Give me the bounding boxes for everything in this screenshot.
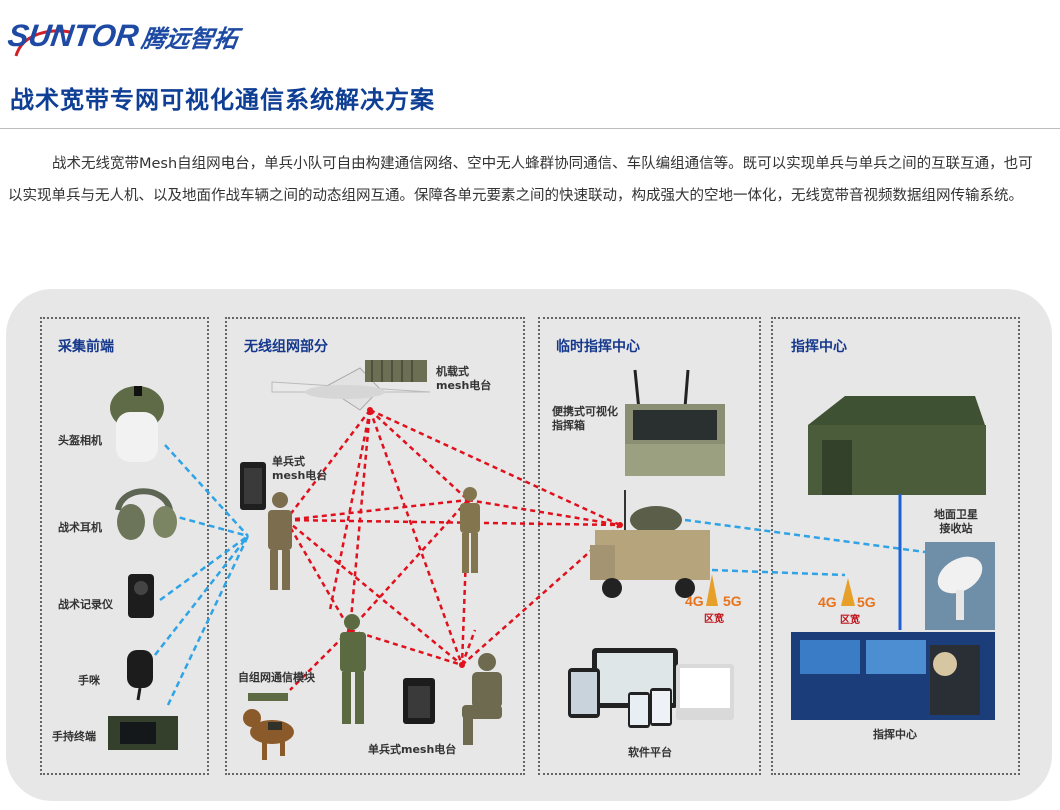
intro-paragraph: 战术无线宽带Mesh自组网电台，单兵小队可自由构建通信网络、空中无人蜂群协同通信… — [8, 156, 1033, 204]
label-airborne-radio-line2: mesh电台 — [436, 379, 492, 392]
zone-temp-command — [538, 317, 761, 775]
label-portable-box-line1: 便携式可视化 — [552, 405, 618, 418]
zone-title-wireless: 无线组网部分 — [244, 339, 328, 355]
soldier-mesh-radio-icon — [240, 462, 266, 510]
label-soldier-radio-bottom: 单兵式mesh电台 — [368, 743, 457, 756]
soldier-1-icon — [268, 492, 292, 590]
label-satellite-line1: 地面卫星 — [934, 508, 978, 521]
command-center-image-icon — [791, 632, 995, 720]
label-soldier-radio-line2: mesh电台 — [272, 469, 328, 482]
net-label-b-left: 5G — [723, 593, 742, 609]
mesh-links — [284, 408, 621, 691]
soldier-3-icon — [340, 614, 366, 724]
body-recorder-icon — [128, 574, 154, 618]
label-handheld: 手持终端 — [52, 730, 96, 743]
zone-title-temp-command: 临时指挥中心 — [556, 339, 640, 355]
command-tent-icon — [808, 396, 986, 495]
label-mic: 手咪 — [78, 674, 100, 687]
zone-collect — [40, 317, 209, 775]
label-portable-box: 便携式可视化 指挥箱 — [552, 405, 618, 433]
label-soldier-radio-line1: 单兵式 — [272, 455, 305, 468]
soldier-kneeling-icon — [462, 653, 502, 745]
net-sub-right: 区宽 — [840, 613, 860, 626]
zone-wireless — [225, 317, 525, 775]
net-label-a-left: 4G — [685, 593, 704, 609]
label-mesh-module: 自组网通信模块 — [238, 671, 315, 684]
portable-command-box-icon — [625, 369, 725, 476]
zone-title-collect: 采集前端 — [58, 339, 114, 355]
canine-unit-icon — [243, 709, 294, 760]
mesh-module-icon — [248, 693, 288, 701]
helmet-camera-icon — [110, 386, 164, 462]
software-platform-devices-icon — [568, 648, 734, 728]
label-helmet-camera: 头盔相机 — [58, 434, 102, 447]
wireless-links — [154, 444, 926, 706]
label-airborne-radio-line1: 机载式 — [436, 365, 469, 378]
network-4g5g-icon-right — [841, 578, 855, 606]
label-software-platform: 软件平台 — [628, 746, 672, 759]
zone-command — [771, 317, 1020, 775]
soldier-mesh-radio-bottom-icon — [403, 678, 435, 724]
label-satellite-line2: 接收站 — [939, 522, 973, 535]
brand-logo: SUNTOR 腾远智拓 — [6, 18, 240, 57]
handheld-terminal-icon — [108, 716, 178, 750]
label-soldier-radio: 单兵式 mesh电台 — [272, 455, 327, 483]
label-airborne-radio: 机载式 mesh电台 — [436, 365, 491, 393]
logo-swoosh-icon — [14, 29, 71, 57]
net-label-a-right: 4G — [818, 594, 837, 610]
label-command-center: 指挥中心 — [873, 728, 917, 741]
airborne-mesh-radio-icon — [365, 360, 427, 382]
handheld-mic-icon — [127, 650, 153, 701]
tactical-headset-icon — [115, 488, 177, 540]
command-vehicle-icon — [590, 490, 710, 598]
soldier-2-icon — [460, 487, 480, 573]
zone-title-command: 指挥中心 — [791, 339, 847, 355]
network-4g5g-icon-left — [706, 574, 718, 606]
label-satellite: 地面卫星 接收站 — [934, 508, 978, 536]
title-divider — [0, 128, 1060, 129]
label-portable-box-line2: 指挥箱 — [552, 419, 585, 432]
label-recorder: 战术记录仪 — [58, 598, 113, 611]
label-headset: 战术耳机 — [58, 521, 102, 534]
net-sub-left: 区宽 — [704, 612, 724, 625]
satellite-dish-icon — [925, 542, 995, 630]
net-label-b-right: 5G — [857, 594, 876, 610]
page-title: 战术宽带专网可视化通信系统解决方案 — [10, 86, 435, 114]
